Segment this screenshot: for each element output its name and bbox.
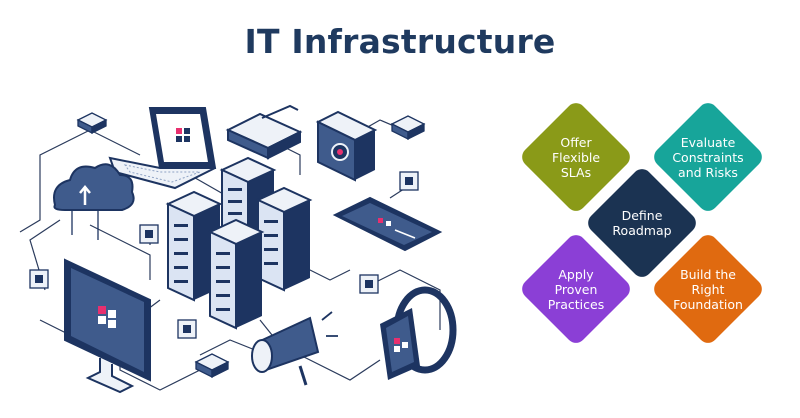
router-icon [194,353,230,379]
server-rack-icon [255,186,313,292]
network-node-icon [29,269,49,289]
network-node-icon [399,171,419,191]
router-icon [390,115,426,141]
cloud-icon [53,163,135,240]
router-icon [76,112,108,135]
diamond-offer-label: Offer Flexible SLAs [551,135,601,180]
network-node-icon [177,319,197,339]
router-icon [225,104,303,160]
strategy-diamonds: Offer Flexible SLAs Evaluate Constraints… [515,99,785,382]
monitor-icon [64,258,151,394]
diamond-evaluate-label: Evaluate Constraints and Risks [672,135,744,180]
page-title: IT Infrastructure [244,22,556,61]
camera-icon [315,110,378,182]
server-rack-icon [165,190,223,302]
tablet-icon [332,196,443,252]
diamond-define-label: Define Roadmap [612,208,672,238]
diamond-build-label: Build the Right Foundation [673,267,743,312]
diamond-apply-label: Apply Proven Practices [547,267,605,312]
server-rack-icon [207,218,265,330]
infrastructure-illustration [19,104,457,394]
network-node-icon [359,274,379,294]
network-node-icon [139,224,159,244]
laptop-icon [108,107,217,190]
megaphone-icon [251,311,338,386]
smartwatch-icon [380,286,457,380]
